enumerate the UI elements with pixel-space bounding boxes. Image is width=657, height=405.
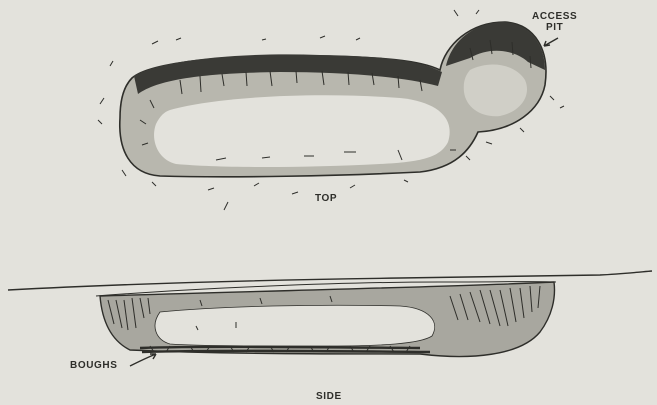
access-pit-label: ACCESS PIT [532, 11, 577, 33]
access-pit-arrow [544, 38, 558, 46]
side-view-label: SIDE [316, 391, 342, 402]
top-view-label: TOP [315, 193, 337, 204]
access-pit-label-line2: PIT [532, 22, 577, 33]
side-view-void [155, 305, 435, 346]
top-view [98, 10, 564, 210]
side-view [8, 271, 652, 366]
access-pit-label-line1: ACCESS [532, 11, 577, 22]
boughs-arrow [130, 354, 156, 366]
snow-surface-line [8, 271, 652, 290]
boughs-label: BOUGHS [70, 360, 118, 371]
top-view-floor [154, 95, 450, 167]
